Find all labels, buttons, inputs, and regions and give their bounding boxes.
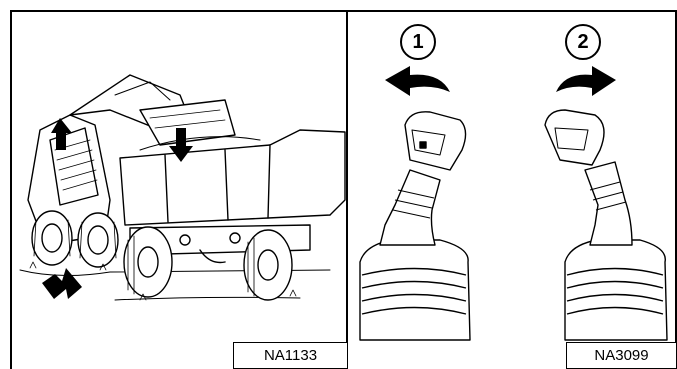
figure-id-label-right: NA3099: [566, 342, 677, 369]
joystick-figure-panel: [348, 10, 677, 369]
diagonal-arrow-icon: [42, 268, 82, 299]
figure-id-label-left: NA1133: [233, 342, 348, 369]
step-1-marker: 1: [400, 24, 436, 60]
dump-truck: [120, 130, 345, 300]
step-2-marker: 2: [565, 24, 601, 60]
